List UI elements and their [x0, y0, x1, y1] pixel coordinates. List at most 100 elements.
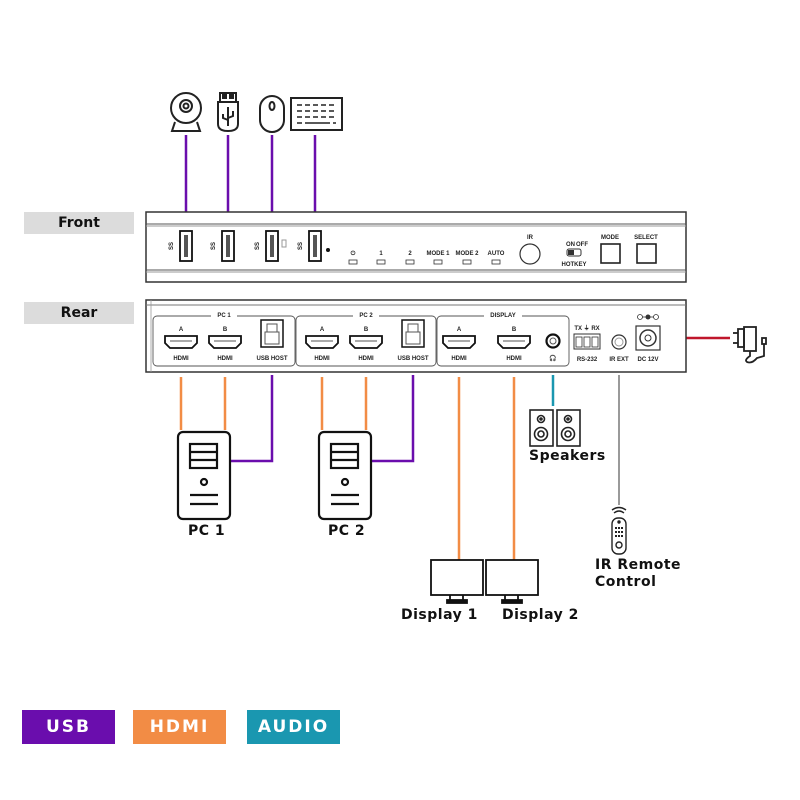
front-led-indicator: AUTO — [488, 251, 505, 265]
usb-ss-logo: SS — [298, 242, 304, 250]
select-button[interactable]: SELECT — [634, 235, 658, 264]
rear-port: B HDMI — [349, 327, 383, 362]
rear-group-title: PC 1 — [217, 313, 231, 319]
hdmi-port-icon — [164, 335, 198, 349]
led-label: ⏻ — [351, 250, 356, 257]
legend-usb: USB — [22, 710, 115, 744]
rear-section-label: Rear — [24, 302, 134, 324]
rear-port-label: USB HOST — [256, 356, 287, 362]
ir-label: IR — [527, 235, 534, 241]
hdmi-port-icon — [497, 335, 531, 349]
usb-cables-front — [184, 135, 317, 213]
rs232-port: TX ⏚ RX RS-232 — [573, 325, 601, 363]
hotkey-switch[interactable]: ON OFF HOTKEY — [561, 242, 588, 268]
front-usb-port[interactable]: SS — [169, 230, 193, 262]
power-adapter-icon — [733, 326, 767, 364]
led-label: 1 — [379, 251, 383, 257]
front-led-indicator: 2 — [405, 251, 415, 265]
display2-icon — [485, 559, 539, 604]
led-icon — [405, 259, 415, 265]
front-section-label: Front — [24, 212, 134, 234]
rear-port: B HDMI — [208, 327, 242, 362]
front-usb-port[interactable]: SS — [298, 230, 322, 262]
rear-port-label: HDMI — [173, 356, 189, 362]
led-icon — [376, 259, 386, 265]
legend-hdmi: HDMI — [133, 710, 226, 744]
hotkey-label: HOTKEY — [561, 262, 586, 268]
ir-sensor: IR — [519, 235, 541, 265]
front-usb-port[interactable]: SS — [211, 230, 235, 262]
cable-pc2-usb — [371, 375, 415, 463]
hdmi-port-icon — [208, 335, 242, 349]
hdmi-port-icon — [305, 335, 339, 349]
hotkey-off-label: OFF — [576, 242, 588, 248]
svg-text:B: B — [364, 327, 369, 333]
front-usb-port[interactable]: SS — [255, 230, 279, 262]
rear-port-label: 🎧 — [549, 354, 556, 362]
front-usb-ports: SS SS SS SS — [169, 230, 330, 262]
usb-ss-logo: SS — [211, 242, 217, 250]
ir-remote-label-line1: IR Remote — [595, 557, 682, 573]
rear-group-title: PC 2 — [359, 313, 373, 319]
ir-remote-label: IR Remote Control — [595, 557, 681, 591]
select-button-label: SELECT — [634, 235, 658, 241]
svg-text:A: A — [320, 327, 325, 333]
front-led-indicator: MODE 1 — [426, 251, 450, 265]
hdmi-port-icon — [442, 335, 476, 349]
led-icon — [491, 259, 501, 265]
usb-drive-icon — [217, 92, 239, 133]
ir-remote-icon — [611, 506, 627, 555]
rear-port-label: HDMI — [314, 356, 330, 362]
rs232-label: RS-232 — [577, 357, 598, 363]
rear-port: 🎧 — [545, 333, 561, 362]
webcam-icon — [170, 92, 202, 132]
keyboard-icon — [290, 97, 343, 131]
rear-port-label: HDMI — [217, 356, 233, 362]
rs232-pins-label: TX ⏚ RX — [574, 325, 599, 332]
usb-cables-rear — [230, 375, 415, 463]
rear-port-group: PC 1 A HDMI B HDMI USB HOST — [152, 311, 296, 367]
display1-label: Display 1 — [401, 607, 478, 623]
ir-sensor-icon — [519, 243, 541, 265]
dc-polarity-icon — [637, 314, 659, 320]
svg-text:A: A — [179, 327, 184, 333]
hdmi-port-icon — [349, 335, 383, 349]
rear-port-label: HDMI — [451, 356, 467, 362]
led-label: 2 — [408, 251, 412, 257]
rear-port: B HDMI — [497, 327, 531, 362]
rear-port: A HDMI — [305, 327, 339, 362]
rear-group-title: DISPLAY — [490, 313, 515, 319]
mode-button-label: MODE — [601, 235, 619, 241]
speakers-icon — [529, 409, 581, 447]
rear-port-group: PC 2 A HDMI B HDMI USB HOST — [295, 311, 437, 367]
hdmi-cables — [179, 377, 516, 560]
ir-ext-port: IR EXT — [609, 334, 629, 363]
led-label: MODE 1 — [426, 251, 450, 257]
rear-port: USB HOST — [397, 319, 429, 362]
speakers-label: Speakers — [529, 448, 606, 464]
led-label: AUTO — [488, 251, 505, 257]
led-icon — [462, 259, 472, 265]
svg-text:B: B — [512, 327, 517, 333]
front-led-indicator: ⏻ — [348, 250, 358, 265]
led-icon — [433, 259, 443, 265]
rear-port-label: HDMI — [358, 356, 374, 362]
pc1-tower-icon — [176, 430, 232, 521]
legend-audio: AUDIO — [247, 710, 340, 744]
dot-indicator-icon — [326, 248, 330, 252]
svg-text:B: B — [223, 327, 228, 333]
ir-ext-label: IR EXT — [609, 357, 629, 363]
front-leds: ⏻ 1 2 MODE 1 MODE 2 AUTO — [348, 250, 505, 265]
rear-port-label: HDMI — [506, 356, 522, 362]
led-label: MODE 2 — [455, 251, 479, 257]
cable-pc1-usb — [230, 375, 274, 463]
display1-icon — [430, 559, 484, 604]
mode-button[interactable]: MODE — [600, 235, 621, 264]
front-led-indicator: 1 — [376, 251, 386, 265]
front-led-indicator: MODE 2 — [455, 251, 479, 265]
usb-ss-logo: SS — [255, 242, 261, 250]
